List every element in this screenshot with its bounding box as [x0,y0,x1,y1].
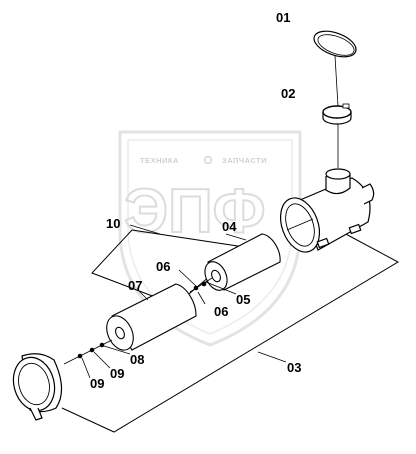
leader-lines [81,224,287,379]
watermark-text-1: ТЕХНИКА [140,156,179,165]
label-05: 05 [236,292,250,307]
watermark-shield-inner [127,139,293,335]
watermark-dot [203,155,213,165]
part-07-outer-element [106,283,197,351]
label-08: 08 [130,352,144,367]
label-04: 04 [222,219,237,234]
part-02-clamp [322,103,352,168]
part-labels: 01 02 10 04 06 07 05 06 08 09 09 03 [90,10,301,391]
label-10: 10 [106,216,120,231]
end-cover [12,353,63,421]
watermark-text-2: ЗАПЧАСТИ [222,156,267,165]
fastener-dots [63,277,213,365]
watermark-shield-outline [118,130,302,347]
watermark-big-text: ЭПФ [124,177,266,246]
filter-housing [279,168,375,253]
part-04-inner-element [204,233,281,291]
label-07: 07 [128,278,142,293]
label-03: 03 [287,360,301,375]
label-09a: 09 [110,366,124,381]
group-03-outline [61,231,400,433]
part-01-cap [313,30,357,107]
label-09b: 09 [90,376,104,391]
watermark: ТЕХНИКА ЗАПЧАСТИ ЭПФ [118,130,302,347]
label-02: 02 [281,86,295,101]
label-06b: 06 [214,304,228,319]
label-06a: 06 [156,259,170,274]
label-01: 01 [276,10,290,25]
